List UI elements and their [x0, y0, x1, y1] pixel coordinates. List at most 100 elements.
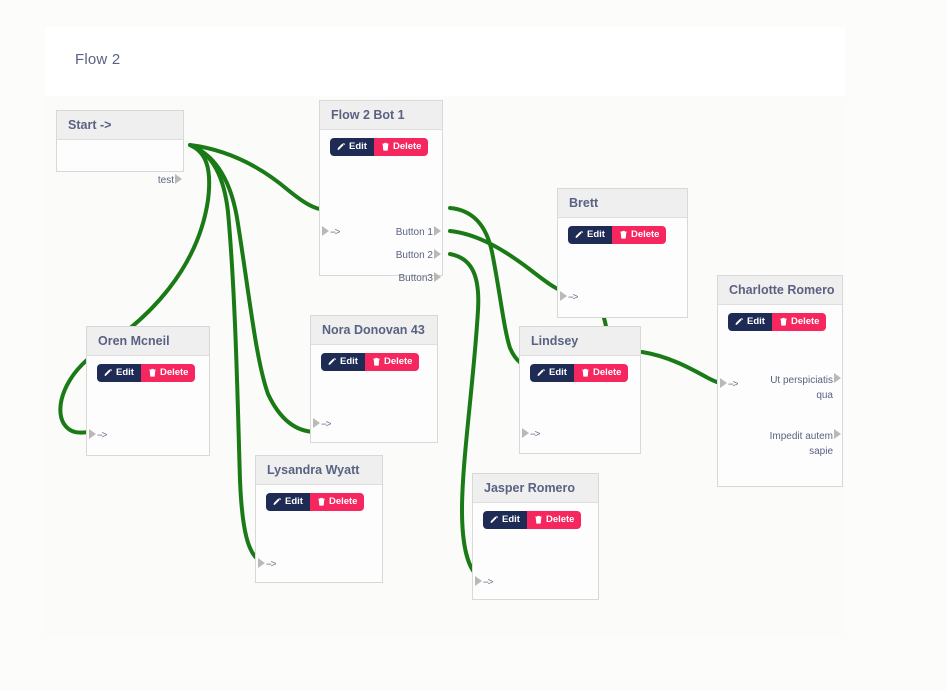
edit-button[interactable]: Edit [530, 364, 574, 382]
node-input-port[interactable]: --> [522, 428, 540, 441]
delete-button[interactable]: Delete [526, 511, 582, 529]
port-handle-icon[interactable] [313, 418, 320, 428]
delete-button[interactable]: Delete [364, 353, 420, 371]
node-title: Lysandra Wyatt [256, 456, 382, 485]
node-input-port[interactable]: --> [322, 226, 340, 239]
edit-button[interactable]: Edit [728, 313, 772, 331]
pencil-icon [104, 368, 113, 377]
trash-icon [381, 142, 390, 151]
node-actions: Edit Delete [728, 313, 827, 331]
flow-node[interactable]: Start -> test [56, 110, 184, 186]
edit-button-label: Edit [502, 514, 520, 525]
edit-button[interactable]: Edit [330, 138, 374, 156]
trash-icon [581, 368, 590, 377]
page-title: Flow 2 [75, 51, 121, 68]
node-output-port[interactable]: test [157, 174, 182, 187]
edit-button-label: Edit [116, 367, 134, 378]
edit-button[interactable]: Edit [266, 493, 310, 511]
port-handle-icon[interactable] [720, 378, 727, 388]
node-input-port[interactable]: --> [89, 429, 107, 442]
node-input-port[interactable]: --> [560, 291, 578, 304]
delete-button[interactable]: Delete [573, 364, 629, 382]
port-handle-icon[interactable] [89, 429, 96, 439]
pencil-icon [575, 230, 584, 239]
trash-icon [619, 230, 628, 239]
port-handle-icon[interactable] [258, 558, 265, 568]
port-handle-icon[interactable] [434, 226, 441, 236]
edit-button[interactable]: Edit [321, 353, 365, 371]
output-port-label: Button 1 [395, 227, 433, 238]
port-handle-icon[interactable] [434, 272, 441, 282]
node-body: Edit Delete --> [311, 345, 437, 439]
delete-button[interactable]: Delete [611, 226, 667, 244]
input-port-label: --> [330, 227, 340, 238]
node-title: Flow 2 Bot 1 [320, 101, 442, 130]
delete-button[interactable]: Delete [771, 313, 827, 331]
node-body: Edit Delete --> [558, 218, 687, 314]
port-handle-icon[interactable] [834, 373, 841, 383]
delete-button[interactable]: Delete [140, 364, 196, 382]
edit-button[interactable]: Edit [97, 364, 141, 382]
output-port-label: test [157, 175, 174, 186]
node-output-port[interactable]: Button 1 [395, 226, 441, 239]
port-handle-icon[interactable] [434, 249, 441, 259]
node-body: Edit Delete --> [256, 485, 382, 579]
edit-button[interactable]: Edit [483, 511, 527, 529]
node-actions: Edit Delete [483, 511, 582, 529]
input-port-label: --> [97, 430, 107, 441]
input-port-label: --> [321, 419, 331, 430]
node-actions: Edit Delete [321, 353, 420, 371]
node-title: Oren Mcneil [87, 327, 209, 356]
delete-button-label: Delete [790, 316, 820, 327]
delete-button-label: Delete [630, 229, 660, 240]
node-actions: Edit Delete [568, 226, 667, 244]
pencil-icon [328, 357, 337, 366]
port-handle-icon[interactable] [475, 576, 482, 586]
pencil-icon [337, 142, 346, 151]
pencil-icon [735, 317, 744, 326]
node-title: Start -> [57, 111, 183, 140]
trash-icon [148, 368, 157, 377]
flow-node[interactable]: Nora Donovan 43 Edit Delete --> [310, 315, 438, 443]
port-handle-icon[interactable] [522, 428, 529, 438]
node-output-port[interactable]: Button 2 [396, 249, 441, 262]
port-handle-icon[interactable] [834, 429, 841, 439]
port-handle-icon[interactable] [175, 174, 182, 184]
node-input-port[interactable]: --> [258, 558, 276, 571]
node-input-port[interactable]: --> [475, 576, 493, 589]
pencil-icon [537, 368, 546, 377]
trash-icon [779, 317, 788, 326]
delete-button[interactable]: Delete [373, 138, 429, 156]
port-handle-icon[interactable] [560, 291, 567, 301]
delete-button[interactable]: Delete [309, 493, 365, 511]
input-port-label: --> [483, 577, 493, 588]
input-port-label: --> [568, 292, 578, 303]
node-output-port[interactable]: Ut perspiciatis qua [763, 373, 841, 403]
output-port-label: Button3 [398, 273, 433, 284]
node-body: test [57, 140, 183, 186]
edit-button-label: Edit [549, 367, 567, 378]
node-output-port[interactable]: Button3 [398, 272, 441, 285]
node-body: Edit Delete --> [520, 356, 640, 450]
node-actions: Edit Delete [266, 493, 365, 511]
node-input-port[interactable]: --> [720, 378, 738, 391]
node-title: Nora Donovan 43 [311, 316, 437, 345]
node-input-port[interactable]: --> [313, 418, 331, 431]
port-handle-icon[interactable] [322, 226, 329, 236]
edit-button[interactable]: Edit [568, 226, 612, 244]
flow-header-card: Flow 2 [45, 27, 845, 96]
edit-button-label: Edit [340, 356, 358, 367]
delete-button-label: Delete [159, 367, 189, 378]
delete-button-label: Delete [328, 496, 358, 507]
node-output-port[interactable]: Impedit autem sapie [763, 429, 841, 459]
pencil-icon [490, 515, 499, 524]
